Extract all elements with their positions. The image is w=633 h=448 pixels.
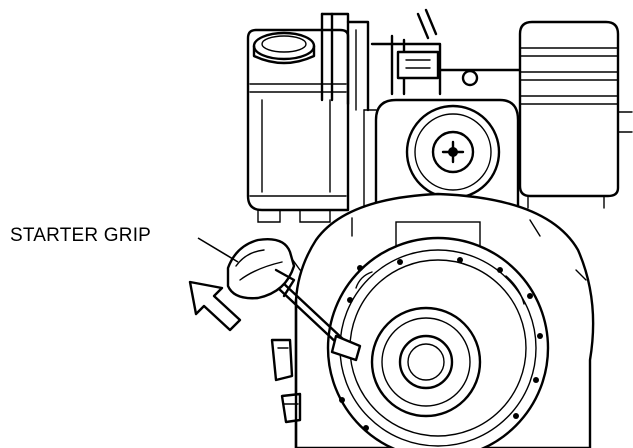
pull-direction-arrow bbox=[188, 280, 242, 332]
fuel-lines bbox=[320, 8, 522, 112]
air-cleaner bbox=[518, 20, 633, 209]
lower-bracket bbox=[270, 298, 302, 448]
fuel-cap bbox=[252, 31, 316, 65]
center-hub bbox=[405, 104, 501, 200]
starter-grip bbox=[226, 238, 296, 300]
starter-grip-label: STARTER GRIP bbox=[10, 225, 152, 246]
starter-pulley bbox=[370, 306, 482, 418]
starter-rope bbox=[276, 280, 362, 362]
callout-leader-line bbox=[197, 237, 239, 263]
